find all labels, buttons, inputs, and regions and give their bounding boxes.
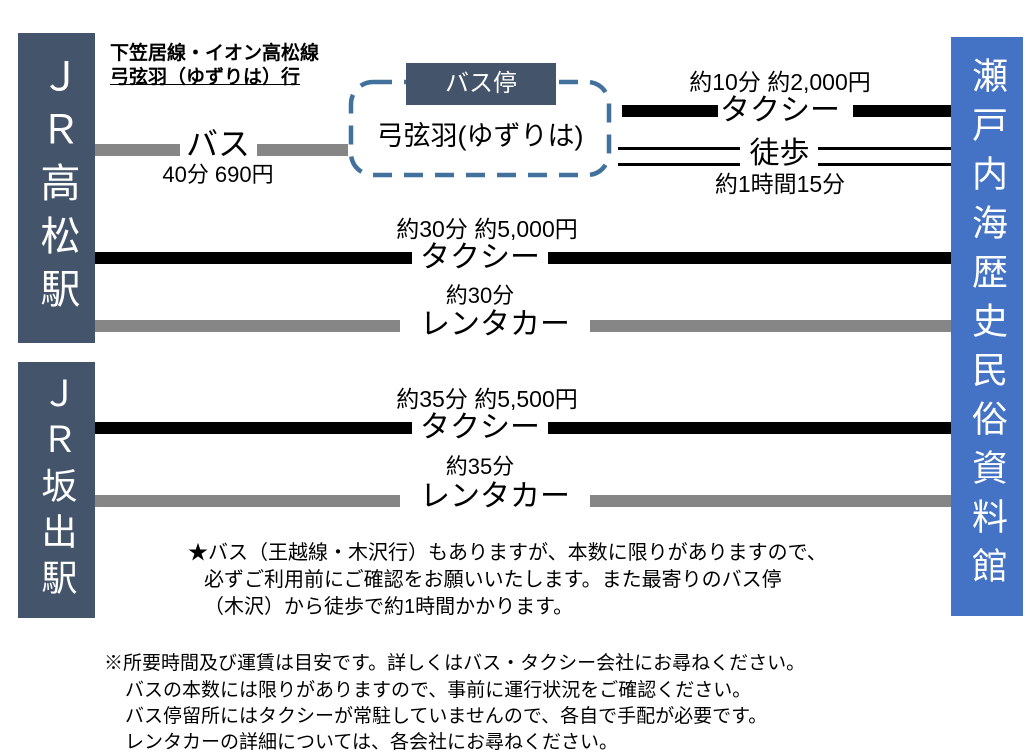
destination-box: 瀬戸内海歴史民俗資料館 — [951, 37, 1023, 616]
destination-label: 瀬戸内海歴史民俗資料館 — [967, 57, 1008, 596]
taxi-sakaide-line-left — [95, 422, 412, 434]
rental-takamatsu-line-left — [95, 320, 400, 332]
station-label-takamatsu: ＪＲ高松駅 — [34, 55, 79, 321]
taxi-takamatsu-label: タクシー — [420, 241, 540, 274]
rental-sakaide-line-left — [95, 495, 400, 507]
bus-line-segment-right — [257, 144, 348, 156]
station-box-sakaide: ＪＲ坂出駅 — [18, 362, 95, 618]
rental-takamatsu-label: レンタカー — [420, 308, 570, 341]
taxi-from-stop-label: タクシー — [720, 94, 840, 127]
taxi-from-stop-line-right — [853, 105, 951, 117]
bus-stop-name: 弓弦羽(ゆずりは) — [376, 121, 584, 151]
star-note-line1: ★バス（王越線・木沢行）もありますが、本数に限りがありますので、 — [188, 542, 827, 564]
rental-sakaide-label: レンタカー — [420, 480, 570, 513]
taxi-sakaide-detail: 約35分 約5,500円 — [396, 386, 578, 412]
taxi-takamatsu-line-left — [95, 252, 412, 264]
bus-route-label: バス — [185, 126, 250, 162]
bus-line-name-line1: 下笠居線・イオン高松線 — [110, 43, 320, 64]
walk-line-bottom-right — [818, 163, 951, 166]
walk-line-top-right — [818, 147, 951, 150]
rental-sakaide-detail: 約35分 — [445, 454, 515, 479]
taxi-from-stop-detail: 約10分 約2,000円 — [689, 69, 871, 95]
taxi-sakaide-line-right — [548, 422, 951, 434]
bus-line-segment-left — [95, 144, 180, 156]
footer-note-line3: バス停留所にはタクシーが常駐していませんので、各自で手配が必要です。 — [125, 706, 768, 727]
star-note-line2: 必ずご利用前にご確認をお願いいたします。また最寄りのバス停 — [204, 569, 782, 591]
walk-line-top-left — [618, 147, 740, 150]
rental-sakaide-line-right — [590, 495, 951, 507]
walk-detail: 約1時間15分 — [714, 171, 846, 197]
bus-stop-tag: バス停 — [406, 63, 556, 105]
taxi-takamatsu-line-right — [548, 252, 951, 264]
footer-note-line2: バスの本数には限りがありますので、事前に運行状況をご確認ください。 — [125, 680, 752, 701]
station-box-takamatsu: ＪＲ高松駅 — [18, 33, 95, 343]
walk-label: 徒歩 — [749, 137, 810, 170]
rental-takamatsu-detail: 約30分 — [445, 283, 515, 308]
bus-route-detail: 40分 690円 — [162, 162, 274, 187]
station-label-sakaide: ＪＲ坂出駅 — [36, 375, 78, 605]
taxi-takamatsu-detail: 約30分 約5,000円 — [396, 216, 578, 242]
rental-takamatsu-line-right — [590, 320, 951, 332]
star-note-line3: （木沢）から徒歩で約1時間かかります。 — [204, 596, 574, 618]
footer-note-line4: レンタカーの詳細については、各会社にお尋ねください。 — [125, 732, 619, 753]
taxi-from-stop-line-left — [622, 105, 718, 117]
taxi-sakaide-label: タクシー — [420, 411, 540, 444]
footer-note-line1: ※所要時間及び運賃は目安です。詳しくはバス・タクシー会社にお尋ねください。 — [104, 653, 806, 674]
bus-line-destination-line2: 弓弦羽（ゆずりは）行 — [110, 67, 301, 88]
walk-line-bottom-left — [618, 163, 740, 166]
bus-line-name: 下笠居線・イオン高松線 弓弦羽（ゆずりは）行 — [110, 42, 319, 90]
